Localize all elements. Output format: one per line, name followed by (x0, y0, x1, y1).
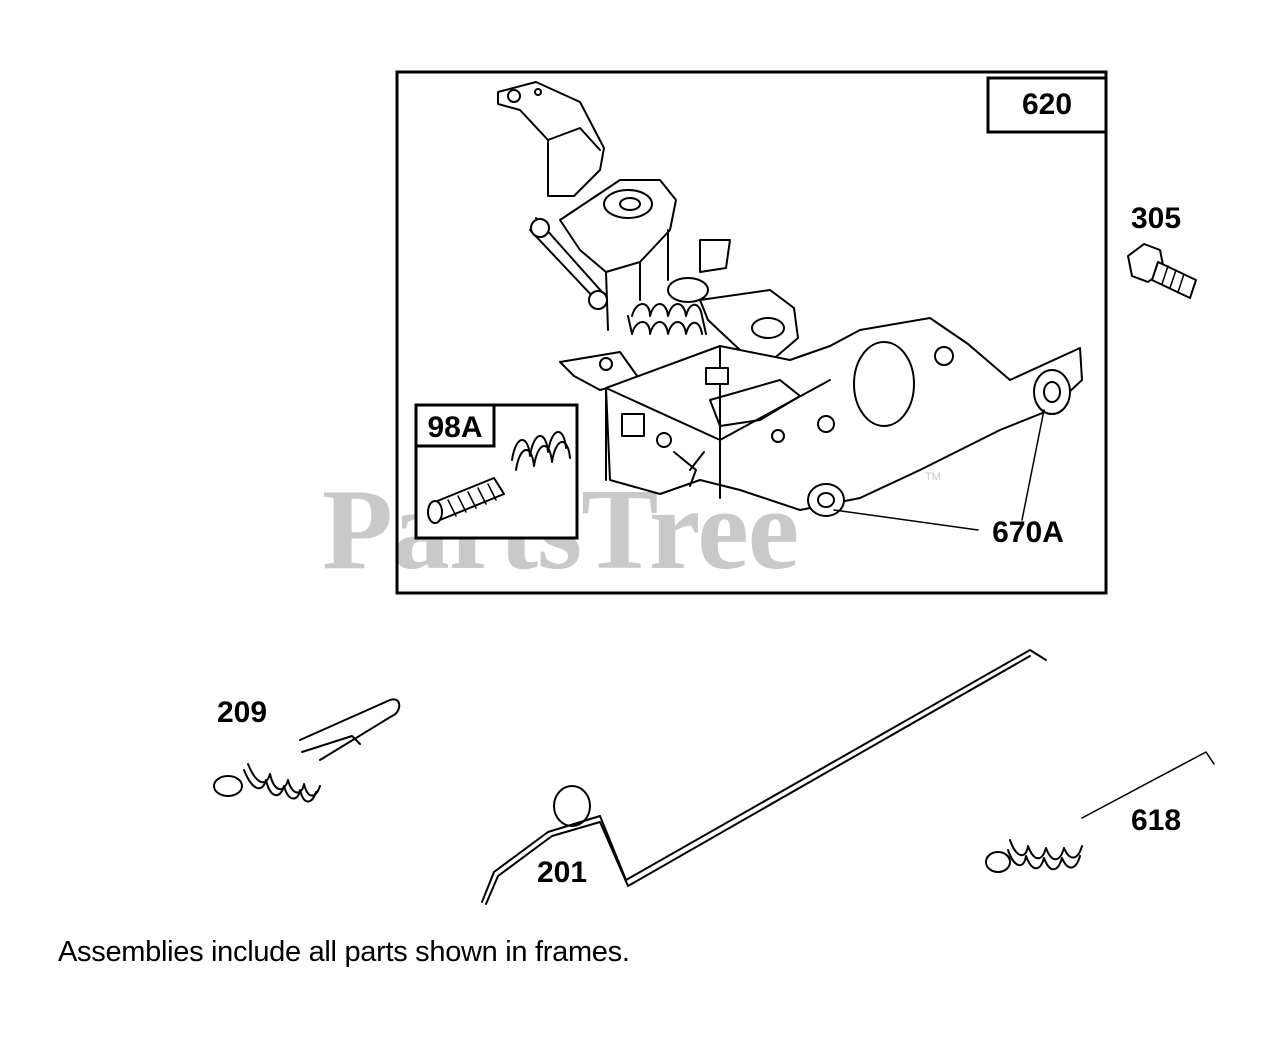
watermark-trademark: TM (925, 471, 941, 483)
frame-620-label: 620 (1022, 88, 1072, 121)
idle-spring-illustration (511, 431, 571, 471)
part-670a[interactable]: 670A (992, 516, 1064, 549)
extension-spring-illustration (985, 751, 1215, 873)
frame-98a-label: 98A (427, 411, 482, 444)
idle-screw-illustration (427, 477, 505, 524)
frame-620-label-box (986, 76, 1108, 134)
frame-620[interactable]: 620 (395, 70, 1108, 595)
part-305-label: 305 (1131, 202, 1181, 235)
frame-98a[interactable]: 98A (414, 403, 579, 540)
frame-98a-label-box (414, 403, 496, 448)
part-618[interactable]: 618 (985, 751, 1215, 873)
part-209-label: 209 (217, 696, 267, 729)
part-305[interactable]: 305 (1127, 202, 1197, 299)
frame-620-border (395, 70, 1108, 595)
link-rod-illustration (481, 649, 1047, 905)
bolt-illustration (1127, 243, 1197, 299)
part-618-label: 618 (1131, 804, 1181, 837)
governor-spring-illustration (213, 698, 401, 803)
part-201[interactable]: 201 (481, 649, 1047, 905)
part-201-label: 201 (537, 856, 587, 889)
footnote: Assemblies include all parts shown in fr… (58, 936, 630, 968)
part-670a-label: 670A (992, 516, 1064, 549)
control-bracket-illustration (497, 81, 1083, 531)
part-209[interactable]: 209 (213, 696, 401, 803)
